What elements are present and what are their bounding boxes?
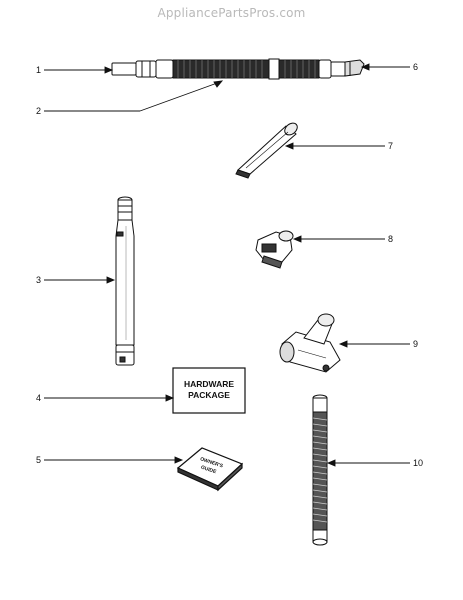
owners-guide-booklet — [176, 447, 244, 492]
turbo-brush — [279, 313, 341, 373]
hose-collar-right — [318, 59, 332, 79]
hose-end-cuff-left — [111, 62, 137, 76]
hose-joint-band — [268, 58, 280, 80]
leader-arrow-3 — [106, 276, 116, 284]
hose-corrugated-section-left — [172, 59, 270, 79]
flex-hose-top-cuff — [312, 397, 328, 413]
upholstery-tool-brush — [261, 243, 277, 253]
leader-arrow-7 — [284, 142, 294, 150]
hose-collar-left — [155, 59, 174, 79]
leader-arrow-2 — [213, 80, 224, 88]
flex-hose-body — [312, 411, 328, 531]
leader-arrow-6 — [360, 63, 370, 71]
wand-top-collar — [117, 199, 133, 221]
turbo-brush-inlet — [317, 313, 335, 327]
upholstery-tool — [255, 230, 294, 269]
hose-swivel-left — [135, 60, 157, 78]
leader-arrow-10 — [326, 459, 336, 467]
leader-arrow-5 — [174, 456, 184, 464]
callout-10: 10 — [413, 458, 424, 468]
wand-tube — [115, 219, 135, 346]
watermark: AppliancePartsPros.com — [157, 6, 306, 20]
callout-2: 2 — [36, 106, 42, 116]
hardware-package-box — [172, 367, 246, 414]
leader-arrow-1 — [104, 66, 114, 74]
extension-wand — [115, 196, 135, 366]
callout-8: 8 — [388, 234, 394, 244]
callout-9: 9 — [413, 339, 419, 349]
flexible-hose — [312, 394, 328, 546]
callout-4: 4 — [36, 393, 42, 403]
callout-1: 1 — [36, 65, 42, 75]
hardware-package-label-line1: HARDWARE — [183, 379, 235, 389]
turbo-brush-roller-end — [279, 341, 295, 363]
leader-arrow-4 — [165, 394, 175, 402]
upholstery-tool-neck — [278, 230, 294, 242]
leader-lines — [44, 63, 410, 467]
turbo-brush-housing — [281, 331, 341, 373]
hose-assembly — [111, 58, 365, 80]
callout-5: 5 — [36, 455, 42, 465]
hose-end-cuff-right — [330, 61, 346, 77]
callout-7: 7 — [388, 141, 394, 151]
hose-end-tip-6 — [344, 59, 365, 77]
leader-arrow-8 — [292, 235, 302, 243]
crevice-tool-tip — [235, 169, 251, 179]
hardware-package-label-line2: PACKAGE — [188, 390, 230, 400]
callout-6: 6 — [413, 62, 419, 72]
crevice-tool — [235, 122, 298, 179]
callout-3: 3 — [36, 275, 42, 285]
leader-arrow-9 — [338, 340, 348, 348]
